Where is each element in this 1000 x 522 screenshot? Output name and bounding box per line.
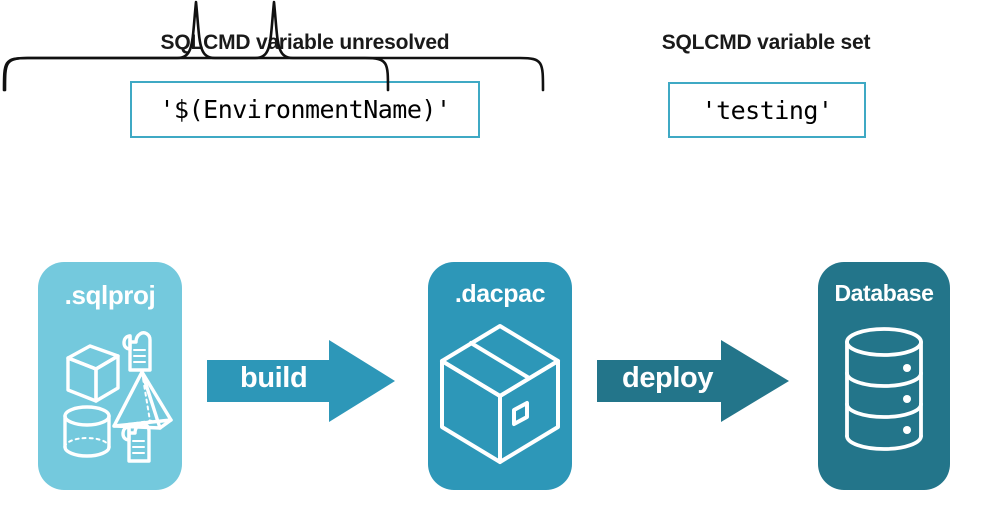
card-sqlproj[interactable]: .sqlproj <box>38 262 182 490</box>
pyramid-icon <box>112 370 173 430</box>
code-box-testing: 'testing' <box>668 82 866 138</box>
arrow-build-label: build <box>240 362 308 394</box>
arrow-right-icon <box>597 340 789 422</box>
card-dacpac-artwork <box>428 314 572 479</box>
card-dacpac-label: .dacpac <box>454 280 546 308</box>
heading-sqlcmd-variable-set: SQLCMD variable set <box>661 31 871 54</box>
card-database[interactable]: Database <box>818 262 950 490</box>
card-dacpac[interactable]: .dacpac <box>428 262 572 490</box>
scroll-icon <box>122 331 152 372</box>
sqlproj-icon-group <box>63 331 173 463</box>
package-box-icon <box>440 324 560 464</box>
arrow-right-icon <box>207 340 395 422</box>
scroll-icon <box>121 422 151 463</box>
card-sqlproj-label: .sqlproj <box>64 280 156 310</box>
card-sqlproj-artwork <box>38 314 182 479</box>
arrow-deploy <box>597 338 791 429</box>
arrow-build <box>207 338 397 429</box>
cylinder-icon <box>63 405 111 458</box>
curly-brace-icon-right <box>2 0 390 92</box>
cube-icon <box>66 344 120 403</box>
database-cylinder-icon <box>845 327 923 451</box>
heading-sqlcmd-variable-unresolved: SQLCMD variable unresolved <box>160 31 450 54</box>
card-database-artwork <box>818 314 950 479</box>
code-box-environment-name: '$(EnvironmentName)' <box>130 81 480 138</box>
card-database-label: Database <box>834 280 934 306</box>
arrow-deploy-label: deploy <box>622 362 714 394</box>
